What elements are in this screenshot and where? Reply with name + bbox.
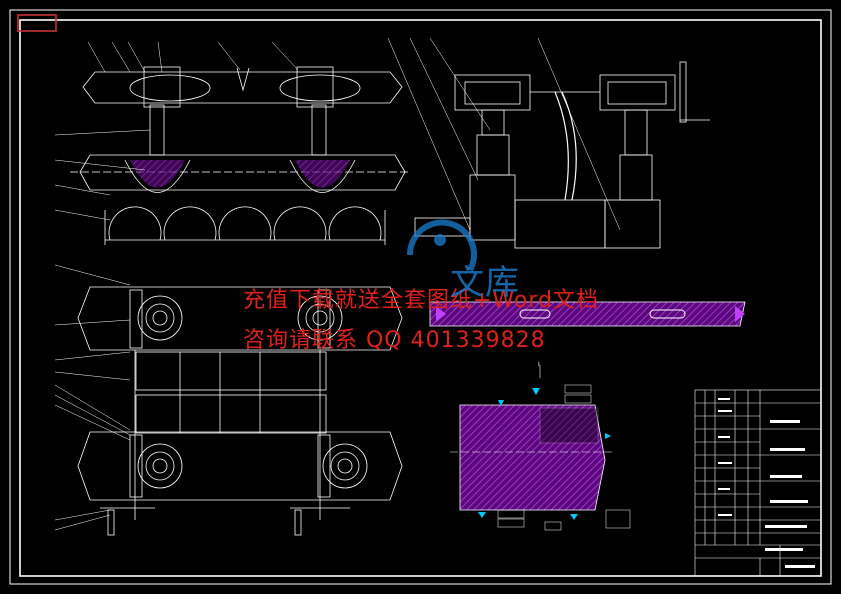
- drawing-frame: [9, 9, 832, 585]
- gearbox-view: [414, 61, 710, 249]
- plan-view: [77, 286, 403, 536]
- watermark-line-2: 咨询请联系 QQ 401339828: [243, 328, 546, 353]
- hatch-cone-left: [130, 160, 185, 188]
- section-detail: [450, 365, 631, 531]
- title-block: [694, 389, 822, 577]
- section-label: I: [538, 361, 540, 368]
- shaft-view: [429, 301, 746, 327]
- watermark-logo: [406, 219, 477, 272]
- leader-lines-gearbox: [387, 37, 621, 231]
- frame-corner-tab: [17, 14, 57, 32]
- top-assembly-view: [70, 66, 410, 245]
- leader-lines-top: [54, 41, 299, 221]
- hatch-cone-right: [295, 160, 350, 188]
- watermark-logo-text: 文库: [450, 263, 520, 303]
- leader-lines-plan: [54, 264, 131, 531]
- watermark-line-1: 充值下载就送全套图纸+Word文档: [243, 288, 599, 313]
- title-block-marks: [718, 398, 815, 568]
